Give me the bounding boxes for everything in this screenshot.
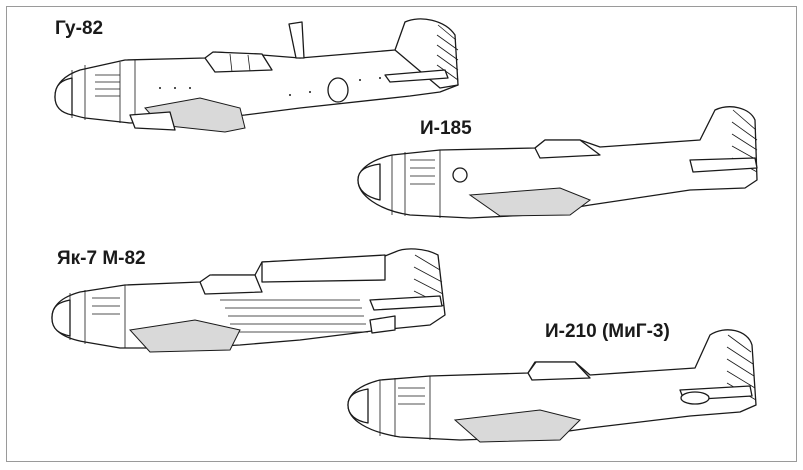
yak-7-m-82-fuselage [51, 248, 446, 353]
gu-82-fuselage [54, 18, 459, 133]
label-i-210-mig-3: И-210 (МиГ-3) [545, 321, 670, 342]
i-185-fuselage [357, 106, 758, 219]
i-210-mig-3-fuselage [347, 329, 757, 443]
drawing-frame [6, 6, 797, 462]
label-yak-7-m-82: Як-7 М-82 [57, 248, 146, 269]
label-i-185: И-185 [420, 118, 472, 139]
label-gu-82: Гу-82 [55, 18, 104, 39]
